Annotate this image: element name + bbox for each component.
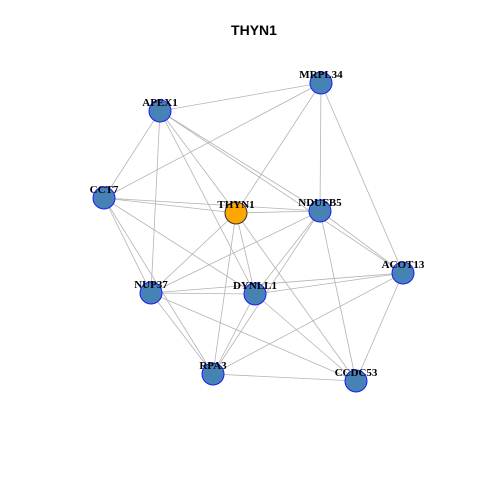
edge-nup37-dynll1 [150, 292, 256, 295]
node-label-thyn1: THYN1 [217, 199, 254, 211]
edge-nup37-rpa3 [150, 292, 214, 375]
node-label-apex1: APEX1 [142, 97, 177, 109]
edge-cct7-nup37 [103, 197, 152, 294]
edge-apex1-acot13 [159, 110, 404, 274]
edge-thyn1-dynll1 [235, 212, 256, 295]
node-cct7[interactable]: CCT7 [90, 184, 119, 210]
node-circle-acot13[interactable] [391, 261, 415, 285]
node-label-ccdc53: CCDC53 [335, 367, 378, 379]
edge-apex1-thyn1 [159, 110, 237, 214]
edges-layer [103, 82, 404, 382]
edge-acot13-mrpl34 [320, 82, 404, 274]
edge-dynll1-acot13 [254, 272, 404, 295]
edge-cct7-ndufb5 [103, 197, 321, 212]
edge-nup37-acot13 [150, 272, 404, 294]
graph-title: THYN1 [231, 22, 277, 38]
edge-apex1-mrpl34 [159, 82, 322, 112]
node-circle-rpa3[interactable] [201, 362, 225, 386]
edge-thyn1-ndufb5 [235, 210, 321, 214]
edge-ndufb5-nup37 [150, 210, 321, 294]
node-ccdc53[interactable]: CCDC53 [335, 367, 378, 393]
edge-ndufb5-acot13 [319, 210, 404, 274]
node-dynll1[interactable]: DYNLL1 [233, 280, 277, 306]
node-label-ndufb5: NDUFB5 [298, 197, 342, 209]
node-acot13[interactable]: ACOT13 [382, 259, 425, 285]
edge-nup37-ccdc53 [150, 292, 357, 382]
node-circle-ndufb5[interactable] [308, 199, 332, 223]
edge-apex1-nup37 [150, 110, 161, 294]
edge-rpa3-ccdc53 [212, 373, 357, 382]
node-circle-thyn1[interactable] [224, 201, 248, 225]
node-thyn1[interactable]: THYN1 [217, 199, 255, 225]
node-circle-ccdc53[interactable] [344, 369, 368, 393]
node-circle-nup37[interactable] [139, 281, 163, 305]
node-rpa3[interactable]: RPA3 [199, 360, 227, 386]
node-label-rpa3: RPA3 [199, 360, 227, 372]
edge-ndufb5-dynll1 [254, 210, 321, 295]
edge-cct7-thyn1 [103, 197, 237, 214]
node-ndufb5[interactable]: NDUFB5 [298, 197, 342, 223]
edge-thyn1-mrpl34 [235, 82, 322, 214]
node-nup37[interactable]: NUP37 [134, 279, 168, 305]
edge-cct7-dynll1 [103, 197, 256, 295]
node-circle-apex1[interactable] [148, 99, 172, 123]
node-mrpl34[interactable]: MRPL34 [299, 69, 343, 95]
edge-acot13-rpa3 [212, 272, 404, 375]
node-circle-mrpl34[interactable] [309, 71, 333, 95]
edge-thyn1-ccdc53 [235, 212, 357, 382]
node-label-cct7: CCT7 [90, 184, 119, 196]
edge-dynll1-rpa3 [212, 293, 256, 375]
edge-ndufb5-mrpl34 [319, 82, 322, 212]
node-circle-cct7[interactable] [92, 186, 116, 210]
edge-cct7-mrpl34 [103, 82, 322, 199]
node-label-dynll1: DYNLL1 [233, 280, 277, 292]
node-apex1[interactable]: APEX1 [142, 97, 178, 123]
edge-apex1-ndufb5 [159, 110, 321, 212]
node-label-mrpl34: MRPL34 [299, 69, 343, 81]
edge-acot13-ccdc53 [355, 272, 404, 382]
node-label-acot13: ACOT13 [382, 259, 425, 271]
node-label-nup37: NUP37 [134, 279, 168, 291]
edge-apex1-cct7 [103, 110, 161, 199]
edge-thyn1-nup37 [150, 212, 237, 294]
edge-apex1-dynll1 [159, 110, 256, 295]
edge-ndufb5-ccdc53 [319, 210, 357, 382]
edge-dynll1-ccdc53 [254, 293, 357, 382]
node-circle-dynll1[interactable] [243, 282, 267, 306]
